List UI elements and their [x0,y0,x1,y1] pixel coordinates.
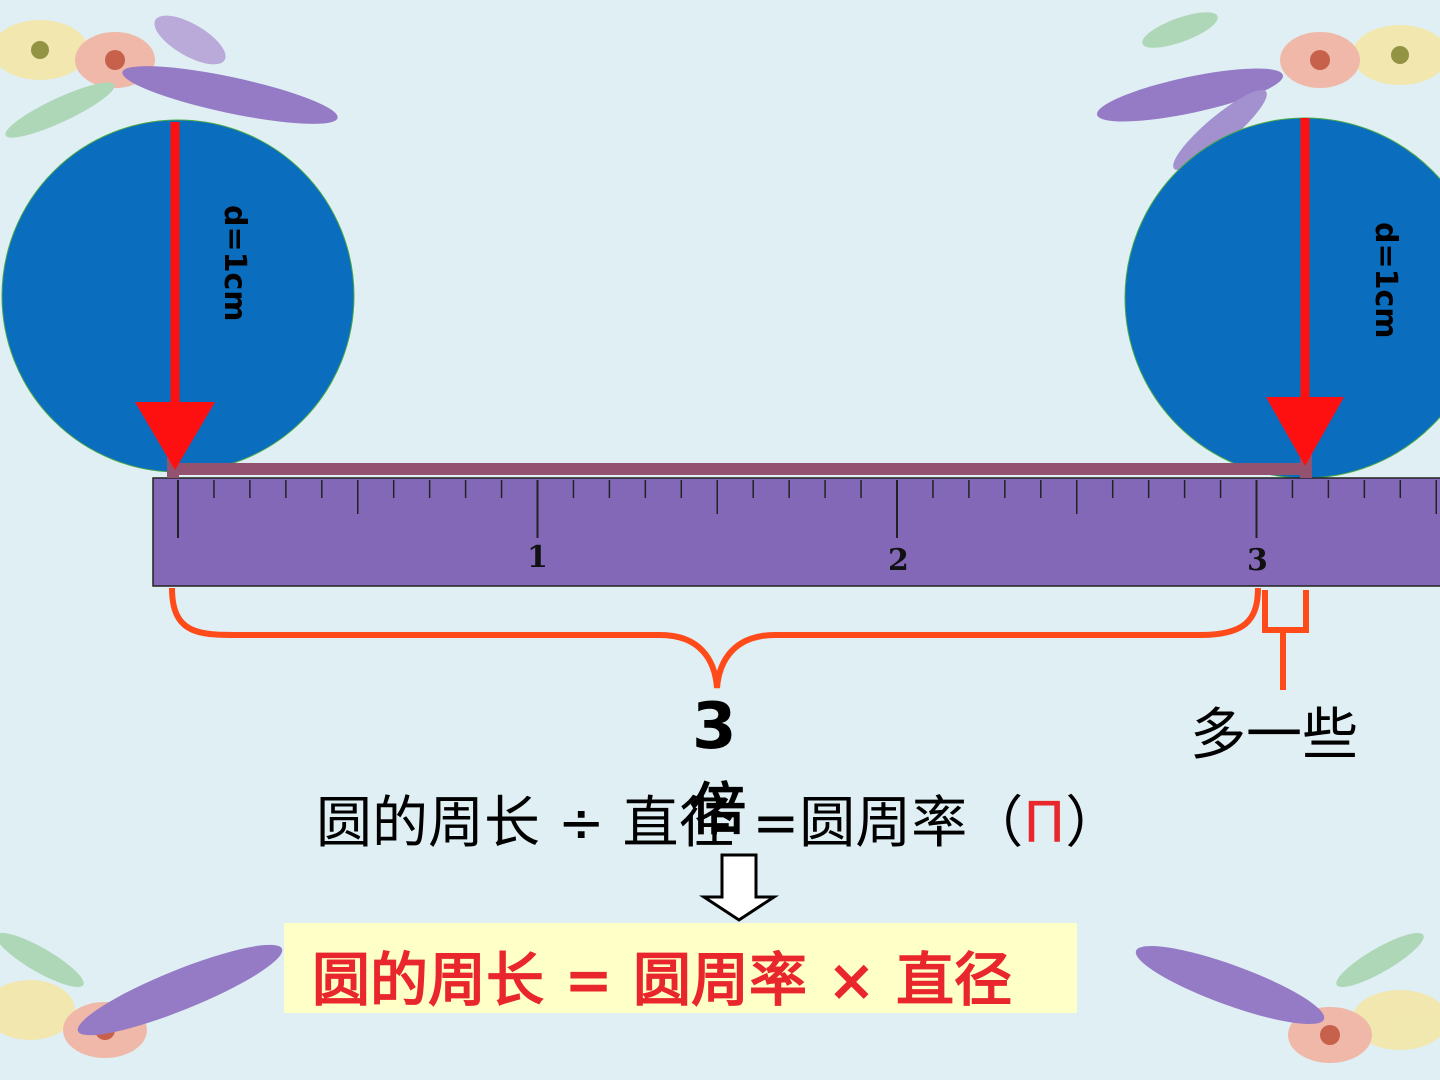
circumference-formula: 圆的周长 = 圆周率 × 直径 [312,946,1012,1014]
brace-label-three: 3 [692,690,737,764]
extra-length-label: 多一些 [1190,703,1358,768]
brace-label-times: 倍 [690,778,746,843]
pi-formula: 圆的周长 ÷ 直径 =圆周率（Π） [316,778,1121,859]
right-diameter-arrow-head-icon [1266,397,1344,466]
result-box [284,923,1077,1013]
ruler-mark-3: 3 [1247,543,1268,578]
right-diameter-label: d=1cm [1368,222,1403,339]
flower-top-right-icon [1097,12,1440,171]
left-diameter-arrow-head-icon [135,402,215,470]
ruler-mark-2: 2 [888,543,909,578]
formula-right: ） [1065,791,1122,856]
three-diameters-brace [169,587,1261,689]
ruler-ticks [177,480,1437,538]
flower-bottom-right-icon [1135,932,1440,1063]
flower-bottom-left-icon [0,932,283,1058]
down-arrow-icon [698,853,780,922]
ruler-mark-1: 1 [527,540,548,575]
extra-length-brace [1262,590,1309,690]
pi-symbol: Π [1023,791,1066,856]
left-diameter-label: d=1cm [217,205,252,322]
formula-left: 圆的周长 ÷ 直径 =圆周率（ [316,791,1024,856]
flower-top-left-icon [0,15,338,138]
ruler [152,477,1440,587]
